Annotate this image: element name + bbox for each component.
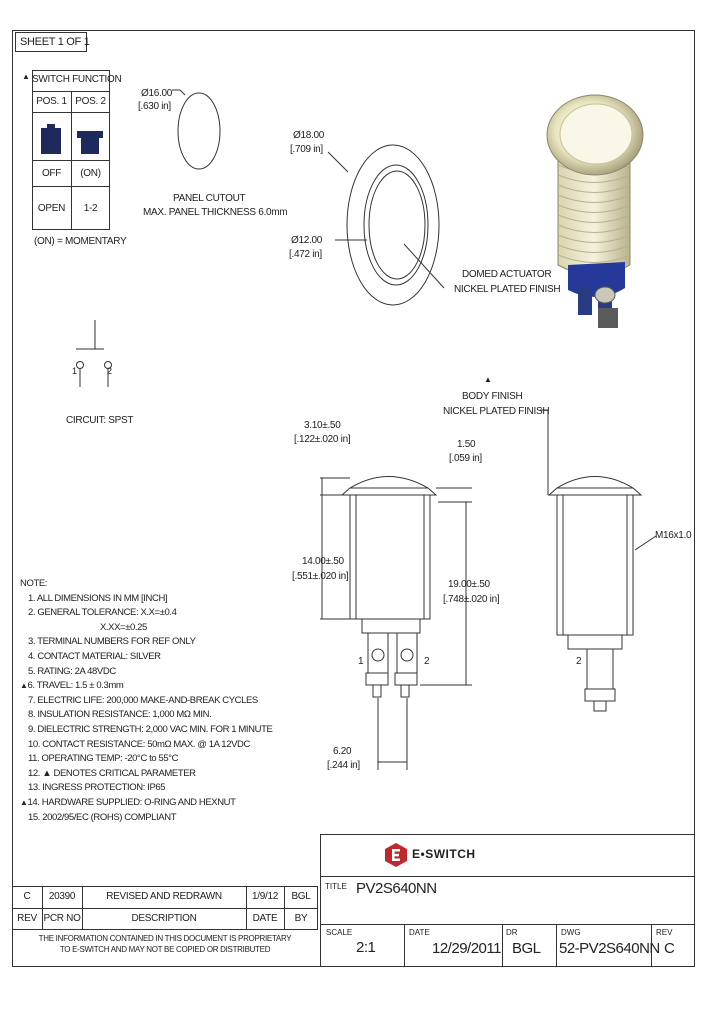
note-item: 1. ALL DIMENSIONS IN MM [INCH] (28, 592, 168, 604)
note-item: 7. ELECTRIC LIFE: 200,000 MAKE-AND-BREAK… (28, 694, 258, 706)
note-item: 10. CONTACT RESISTANCE: 50mΩ MAX. @ 1A 1… (28, 738, 250, 750)
dwg-value: 52-PV2S640NN (559, 940, 660, 957)
outer-diameter-mm: Ø18.00 (293, 130, 325, 141)
rev-label: REV (656, 928, 673, 937)
cutout-diameter-in: [.630 in] (138, 101, 171, 112)
pos2-header: POS. 2 (75, 96, 106, 107)
rev-header: REV (17, 913, 37, 924)
scale-label: SCALE (326, 928, 353, 937)
flange-dim-mm: 1.50 (457, 439, 476, 450)
rev-value-title: C (664, 940, 675, 957)
body-finish-label-1: BODY FINISH (462, 391, 523, 402)
description-header: DESCRIPTION (131, 913, 197, 924)
sheet-label: SHEET 1 OF 1 (20, 36, 90, 48)
note-item: 3. TERMINAL NUMBERS FOR REF ONLY (28, 636, 196, 648)
inner-diameter-mm: Ø12.00 (291, 235, 323, 246)
circuit-pin-2: 2 (107, 366, 112, 376)
actuator-on-icon (77, 131, 103, 154)
total-dim-mm: 19.00±.50 (448, 579, 490, 590)
dwg-label: DWG (561, 928, 581, 937)
critical-triangle-icon: ▲ (20, 681, 28, 691)
top-view-drawing (327, 144, 445, 306)
note-item: 9. DIELECTRIC STRENGTH: 2,000 VAC MIN. F… (28, 723, 273, 735)
note-item: 5. RATING: 2A 48VDC (28, 665, 116, 677)
pos2-terminals: 1-2 (83, 203, 98, 214)
date-value-title: 12/29/2011 (432, 940, 501, 957)
date-header: DATE (252, 913, 278, 924)
product-3d-render (546, 94, 644, 328)
note-item: 15. 2002/95/EC (ROHS) COMPLIANT (28, 811, 177, 823)
description-value: REVISED AND REDRAWN (106, 891, 222, 902)
cutout-label: PANEL CUTOUT (173, 193, 246, 204)
sheet-box (15, 32, 87, 52)
scale-value: 2:1 (356, 939, 376, 956)
note-item: ▲6. TRAVEL: 1.5 ± 0.3mm (20, 680, 124, 692)
rev-value: C (23, 891, 31, 902)
note-item: 8. INSULATION RESISTANCE: 1,000 MΩ MIN. (28, 709, 212, 721)
note-item: 2. GENERAL TOLERANCE: X.X=±0.4 (28, 607, 177, 619)
pos1-header: POS. 1 (36, 96, 67, 107)
title-label: TITLE (325, 882, 347, 891)
height-dim-in: [.551±.020 in] (292, 571, 349, 582)
part-title: PV2S640NN (356, 880, 437, 897)
thread-label: M16x1.0 (655, 530, 692, 541)
body-finish-label-2: NICKEL PLATED FINISH (443, 406, 550, 417)
actuator-off-icon (41, 124, 61, 154)
notes-title: NOTE: (20, 578, 48, 589)
notes-block: NOTE: 1. ALL DIMENSIONS IN MM [INCH] 2. … (20, 577, 273, 825)
side-view-2-drawing (540, 409, 657, 712)
note-item: X.XX=±0.25 (100, 621, 147, 633)
outer-diameter-in: [.709 in] (290, 144, 323, 155)
critical-triangle-icon: ▲ (20, 797, 28, 807)
panel-cutout-drawing (172, 89, 221, 170)
switch-function-title: SWITCH FUNCTION (32, 74, 122, 85)
travel-dim-in: [.122±.020 in] (294, 434, 351, 445)
drawn-by-value: BGL (512, 940, 541, 957)
proprietary-line-2: TO E-SWITCH AND MAY NOT BE COPIED OR DIS… (59, 945, 271, 954)
pcr-value: 20390 (48, 891, 76, 902)
actuator-label-2: NICKEL PLATED FINISH (454, 284, 561, 295)
side-pin-1: 1 (358, 656, 364, 667)
circuit-label: CIRCUIT: SPST (66, 415, 134, 426)
momentary-footnote: (ON) = MOMENTARY (34, 236, 127, 247)
side2-pin-2: 2 (576, 656, 582, 667)
travel-dim-mm: 3.10±.50 (304, 420, 341, 431)
circuit-diagram (76, 320, 112, 387)
by-value: BGL (291, 891, 311, 902)
proprietary-line-1: THE INFORMATION CONTAINED IN THIS DOCUME… (38, 934, 292, 943)
pos1-state: OFF (41, 168, 62, 179)
date-label: DATE (409, 928, 430, 937)
total-dim-in: [.748±.020 in] (443, 594, 500, 605)
terminal-dim-in: [.244 in] (327, 760, 360, 771)
cutout-diameter-mm: Ø16.00 (141, 88, 173, 99)
pos2-state: (ON) (80, 168, 101, 179)
inner-diameter-in: [.472 in] (289, 249, 322, 260)
note-item: 12. ▲ DENOTES CRITICAL PARAMETER (28, 767, 196, 779)
panel-thickness-label: MAX. PANEL THICKNESS 6.0mm (143, 207, 288, 218)
side-pin-2: 2 (424, 656, 430, 667)
note-item: 11. OPERATING TEMP: -20°C to 55°C (28, 753, 179, 765)
terminal-dim-mm: 6.20 (333, 746, 352, 757)
pos1-terminals: OPEN (37, 203, 66, 214)
flange-dim-in: [.059 in] (449, 453, 482, 464)
drawn-by-label: DR (506, 928, 518, 937)
date-value: 1/9/12 (251, 891, 278, 902)
side-view-drawing (320, 476, 472, 770)
body-finish-triangle-icon: ▲ (484, 375, 492, 384)
by-header: BY (294, 913, 308, 924)
note-item: 4. CONTACT MATERIAL: SILVER (28, 650, 161, 662)
actuator-label-1: DOMED ACTUATOR (462, 269, 552, 280)
circuit-pin-1: 1 (72, 366, 77, 376)
note-item: 13. INGRESS PROTECTION: IP65 (28, 782, 166, 794)
pcr-header: PCR NO (43, 913, 81, 924)
critical-triangle-icon: ▲ (22, 72, 30, 81)
note-item: ▲14. HARDWARE SUPPLIED: O-RING AND HEXNU… (20, 796, 236, 808)
brand-name: E•SWITCH (412, 847, 476, 861)
eswitch-logo-icon (385, 843, 407, 867)
height-dim-mm: 14.00±.50 (302, 556, 344, 567)
